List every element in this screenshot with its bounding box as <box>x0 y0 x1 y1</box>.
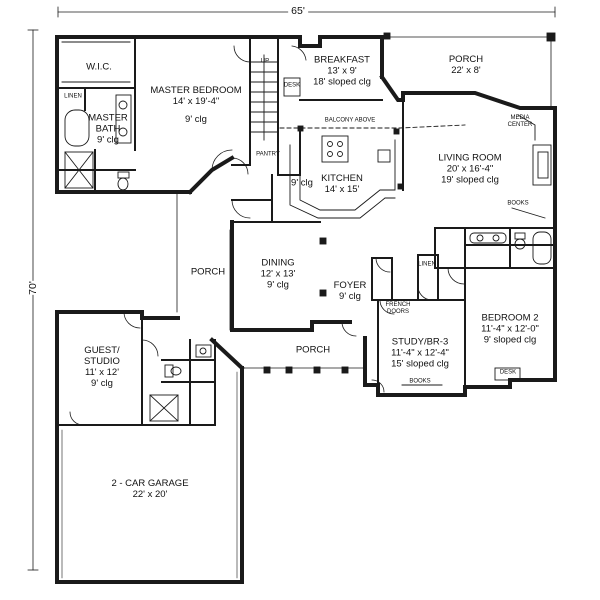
room-dining-dims: 12' x 13' <box>260 268 296 280</box>
room-guest-studio: GUEST/ STUDIO 11' x 12' 9' clg <box>84 345 120 390</box>
note-books-living: BOOKS <box>507 200 529 207</box>
room-guest-studio-ceiling: 9' clg <box>91 377 113 389</box>
room-bedroom-2-dims: 11'-4" x 12'-0" <box>481 323 539 335</box>
room-breakfast-ceiling: 18' sloped clg <box>313 76 371 88</box>
room-garage-name: 2 - CAR GARAGE <box>111 478 189 490</box>
room-foyer-name: FOYER <box>333 280 367 292</box>
room-kitchen-name: KITCHEN <box>321 173 363 185</box>
note-french-doors: FRENCH DOORS <box>386 302 411 316</box>
room-study-ceiling: 15' sloped clg <box>391 358 449 370</box>
note-media-center-1: MEDIA <box>510 115 530 122</box>
overall-depth-label: 70' <box>26 281 40 295</box>
note-french-doors-2: DOORS <box>386 309 409 315</box>
note-media-center: MEDIA CENTER <box>508 115 533 129</box>
room-bedroom-2: BEDROOM 2 11'-4" x 12'-0" 9' sloped clg <box>481 312 539 347</box>
room-breakfast-dims: 13' x 9' <box>327 65 357 77</box>
room-wic-name: W.I.C. <box>86 61 112 73</box>
overall-width-label: 65' <box>288 4 308 18</box>
room-guest-studio-name-1: GUEST/ <box>84 345 120 357</box>
room-master-bath-name-1: MASTER <box>88 112 128 124</box>
note-linen-master: LINEN <box>64 93 82 100</box>
room-dining-ceiling: 9' clg <box>267 279 289 291</box>
room-master-bath-ceiling: 9' clg <box>97 134 119 146</box>
room-living-room-name: LIVING ROOM <box>438 152 502 164</box>
room-master-bedroom-dims: 14' x 19'-4" <box>172 96 220 108</box>
room-porch-front-name: PORCH <box>295 344 331 356</box>
room-study-dims: 11'-4" x 12'-4" <box>391 347 449 359</box>
room-master-bath-name-2: BATH <box>95 123 121 135</box>
interior-walls <box>56 36 556 426</box>
note-french-doors-1: FRENCH <box>385 302 411 309</box>
note-linen-foyer: LINEN <box>418 261 436 268</box>
fixtures <box>61 32 556 579</box>
room-study-name: STUDY/BR-3 <box>391 336 449 348</box>
note-media-center-2: CENTER <box>507 122 533 128</box>
room-garage-dims: 22' x 20' <box>132 489 168 500</box>
room-bedroom-2-name: BEDROOM 2 <box>481 312 539 324</box>
note-pantry: PANTRY <box>256 151 280 158</box>
room-dining-name: DINING <box>261 257 295 269</box>
room-breakfast-name: BREAKFAST <box>314 54 370 66</box>
room-foyer: FOYER 9' clg <box>333 280 367 303</box>
room-foyer-ceiling: 9' clg <box>339 291 361 302</box>
room-kitchen-dims: 14' x 15' <box>324 184 360 195</box>
room-guest-studio-dims: 11' x 12' <box>84 367 120 378</box>
room-porch-rear-name: PORCH <box>448 54 484 66</box>
room-master-bath: MASTER BATH 9' clg <box>88 112 128 147</box>
room-master-bedroom-name: MASTER BEDROOM <box>150 85 242 97</box>
room-bedroom-2-ceiling: 9' sloped clg <box>483 334 537 346</box>
room-living-room-ceiling: 19' sloped clg <box>441 174 499 186</box>
exterior-walls <box>55 35 557 584</box>
note-desk-breakfast: DESK <box>283 82 301 89</box>
room-master-bedroom: MASTER BEDROOM 14' x 19'-4" 9' clg <box>150 85 242 126</box>
room-breakfast: BREAKFAST 13' x 9' 18' sloped clg <box>313 54 371 89</box>
door-swings <box>69 45 465 426</box>
room-master-bedroom-ceiling: 9' clg <box>185 113 207 125</box>
room-porch-rear: PORCH 22' x 8' <box>448 54 484 77</box>
room-study: STUDY/BR-3 11'-4" x 12'-4" 15' sloped cl… <box>391 336 449 371</box>
note-books-study: BOOKS <box>409 378 431 385</box>
room-kitchen-ceiling: 9' clg <box>291 177 313 189</box>
room-garage: 2 - CAR GARAGE 22' x 20' <box>111 478 189 501</box>
note-desk-bedroom2: DESK <box>499 369 517 376</box>
room-guest-studio-name-2: STUDIO <box>84 356 120 368</box>
room-living-room: LIVING ROOM 20' x 16'-4" 19' sloped clg <box>438 152 502 187</box>
room-living-room-dims: 20' x 16'-4" <box>446 163 494 175</box>
note-balcony-above: BALCONY ABOVE <box>324 117 376 124</box>
room-kitchen: KITCHEN 14' x 15' <box>321 173 363 196</box>
room-porch-rear-dims: 22' x 8' <box>451 65 481 76</box>
note-up: UP <box>260 58 270 65</box>
room-dining: DINING 12' x 13' 9' clg <box>260 257 296 292</box>
room-porch-left-name: PORCH <box>190 266 226 278</box>
